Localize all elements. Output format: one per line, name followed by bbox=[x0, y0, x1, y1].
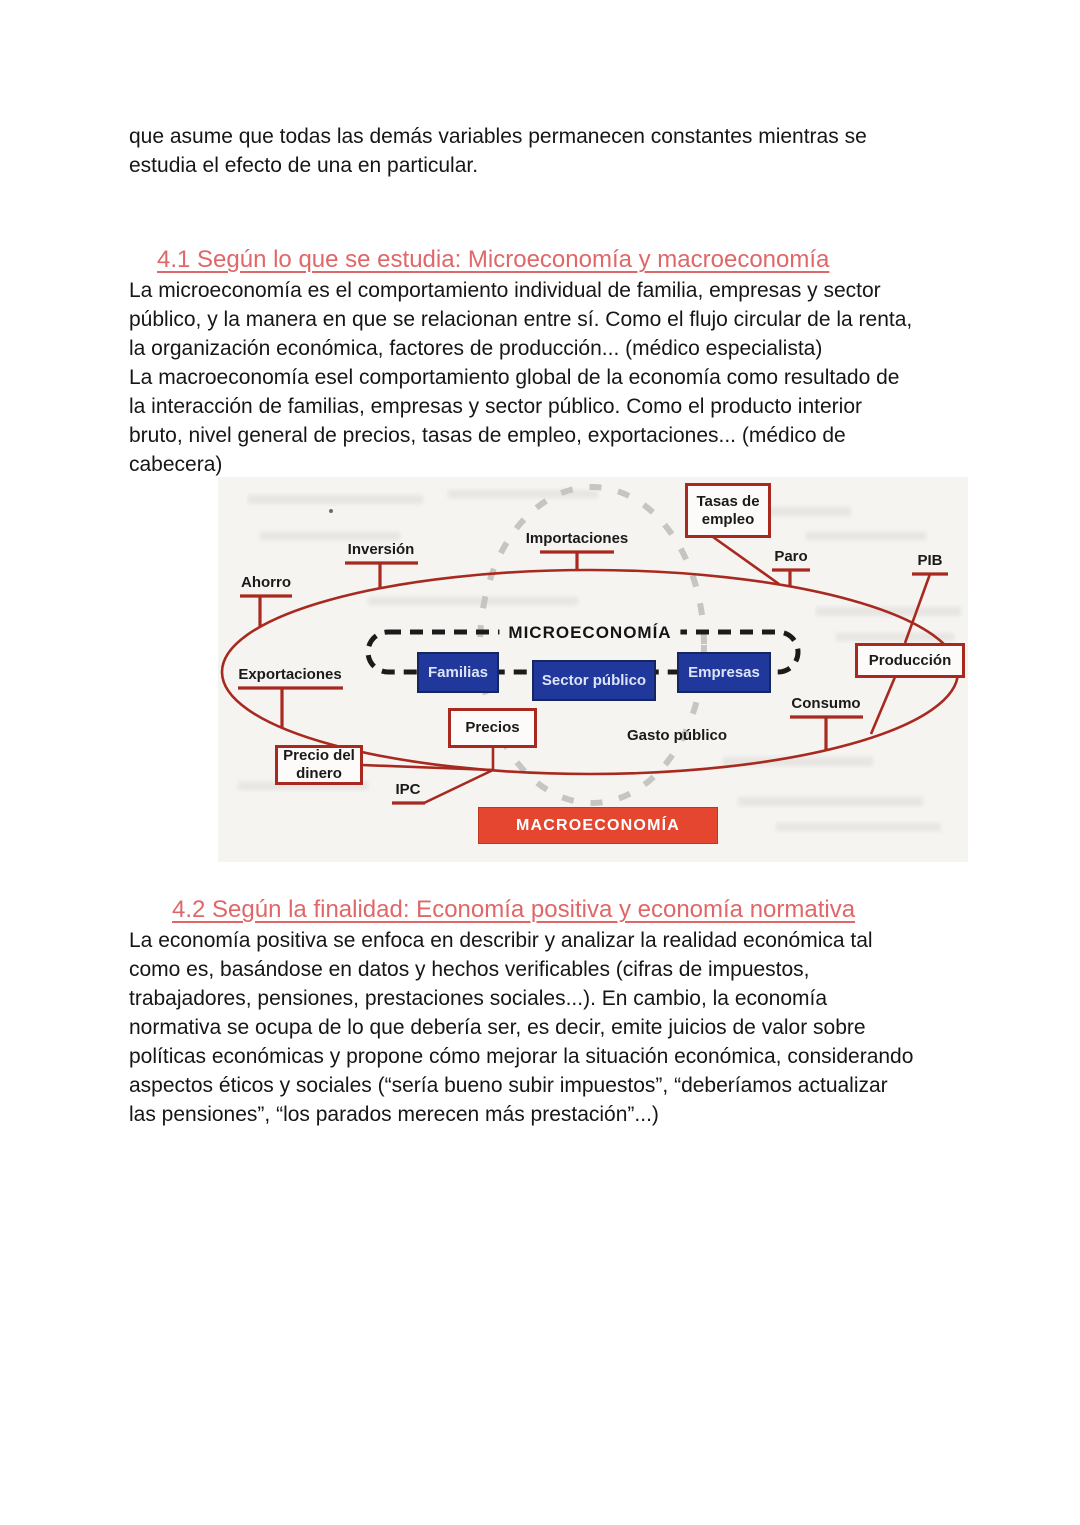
familias-box: Familias bbox=[417, 652, 499, 693]
label-ticks bbox=[238, 550, 948, 805]
ipc-label: IPC bbox=[395, 781, 421, 798]
ahorro-label: Ahorro bbox=[241, 574, 291, 591]
precios-box: Precios bbox=[448, 708, 537, 748]
text-line: bruto, nivel general de precios, tasas d… bbox=[129, 424, 846, 447]
text-line: trabajadores, pensiones, prestaciones so… bbox=[129, 987, 828, 1010]
text-line: la organización económica, factores de p… bbox=[129, 337, 823, 360]
consumo-label: Consumo bbox=[791, 695, 861, 712]
produccion-box: Producción bbox=[855, 643, 965, 678]
pib-label: PIB bbox=[917, 552, 943, 569]
microeconomia-label: MICROECONOMÍA bbox=[499, 624, 681, 641]
text-line: las pensiones”, “los parados merecen más… bbox=[129, 1103, 659, 1126]
empresas-box: Empresas bbox=[677, 652, 771, 693]
text-line: normativa se ocupa de lo que debería ser… bbox=[129, 1016, 866, 1039]
scan-speck bbox=[329, 509, 333, 513]
paro-label: Paro bbox=[774, 548, 808, 565]
text-line: que asume que todas las demás variables … bbox=[129, 125, 867, 148]
micro-macro-economy-diagram: Importaciones Inversión Ahorro Paro PIB … bbox=[218, 477, 968, 862]
text-line: La economía positiva se enfoca en descri… bbox=[129, 929, 873, 952]
macroeconomia-banner: MACROECONOMÍA bbox=[478, 807, 718, 844]
inversion-label: Inversión bbox=[347, 541, 415, 558]
precio-dinero-box: Precio del dinero bbox=[275, 745, 363, 785]
text-line: estudia el efecto de una en particular. bbox=[129, 154, 479, 177]
text-line: aspectos éticos y sociales (“sería bueno… bbox=[129, 1074, 888, 1097]
text-line: La macroeconomía esel comportamiento glo… bbox=[129, 366, 900, 389]
sector-publico-box: Sector público bbox=[532, 660, 656, 701]
section-42-paragraph: La economía positiva se enfoca en descri… bbox=[129, 926, 913, 1129]
text-line: políticas económicas y propone cómo mejo… bbox=[129, 1045, 914, 1068]
gray-dashed-circle bbox=[477, 484, 707, 806]
text-line: público, y la manera en que se relaciona… bbox=[129, 308, 913, 331]
section-41-paragraph: La microeconomía es el comportamiento in… bbox=[129, 276, 912, 479]
gasto-publico-label: Gasto público bbox=[626, 727, 728, 744]
red-connectors bbox=[361, 535, 932, 805]
text-line: como es, basándose en datos y hechos ver… bbox=[129, 958, 810, 981]
tasas-empleo-box: Tasas de empleo bbox=[685, 483, 771, 538]
exportaciones-label: Exportaciones bbox=[238, 666, 342, 683]
text-line: la interacción de familias, empresas y s… bbox=[129, 395, 863, 418]
importaciones-label: Importaciones bbox=[525, 530, 629, 547]
text-line: cabecera) bbox=[129, 453, 223, 476]
section-42-heading: 4.2 Según la finalidad: Economía positiv… bbox=[172, 896, 856, 923]
intro-paragraph: que asume que todas las demás variables … bbox=[129, 122, 867, 180]
section-41-heading: 4.1 Según lo que se estudia: Microeconom… bbox=[157, 246, 830, 273]
text-line: La microeconomía es el comportamiento in… bbox=[129, 279, 881, 302]
